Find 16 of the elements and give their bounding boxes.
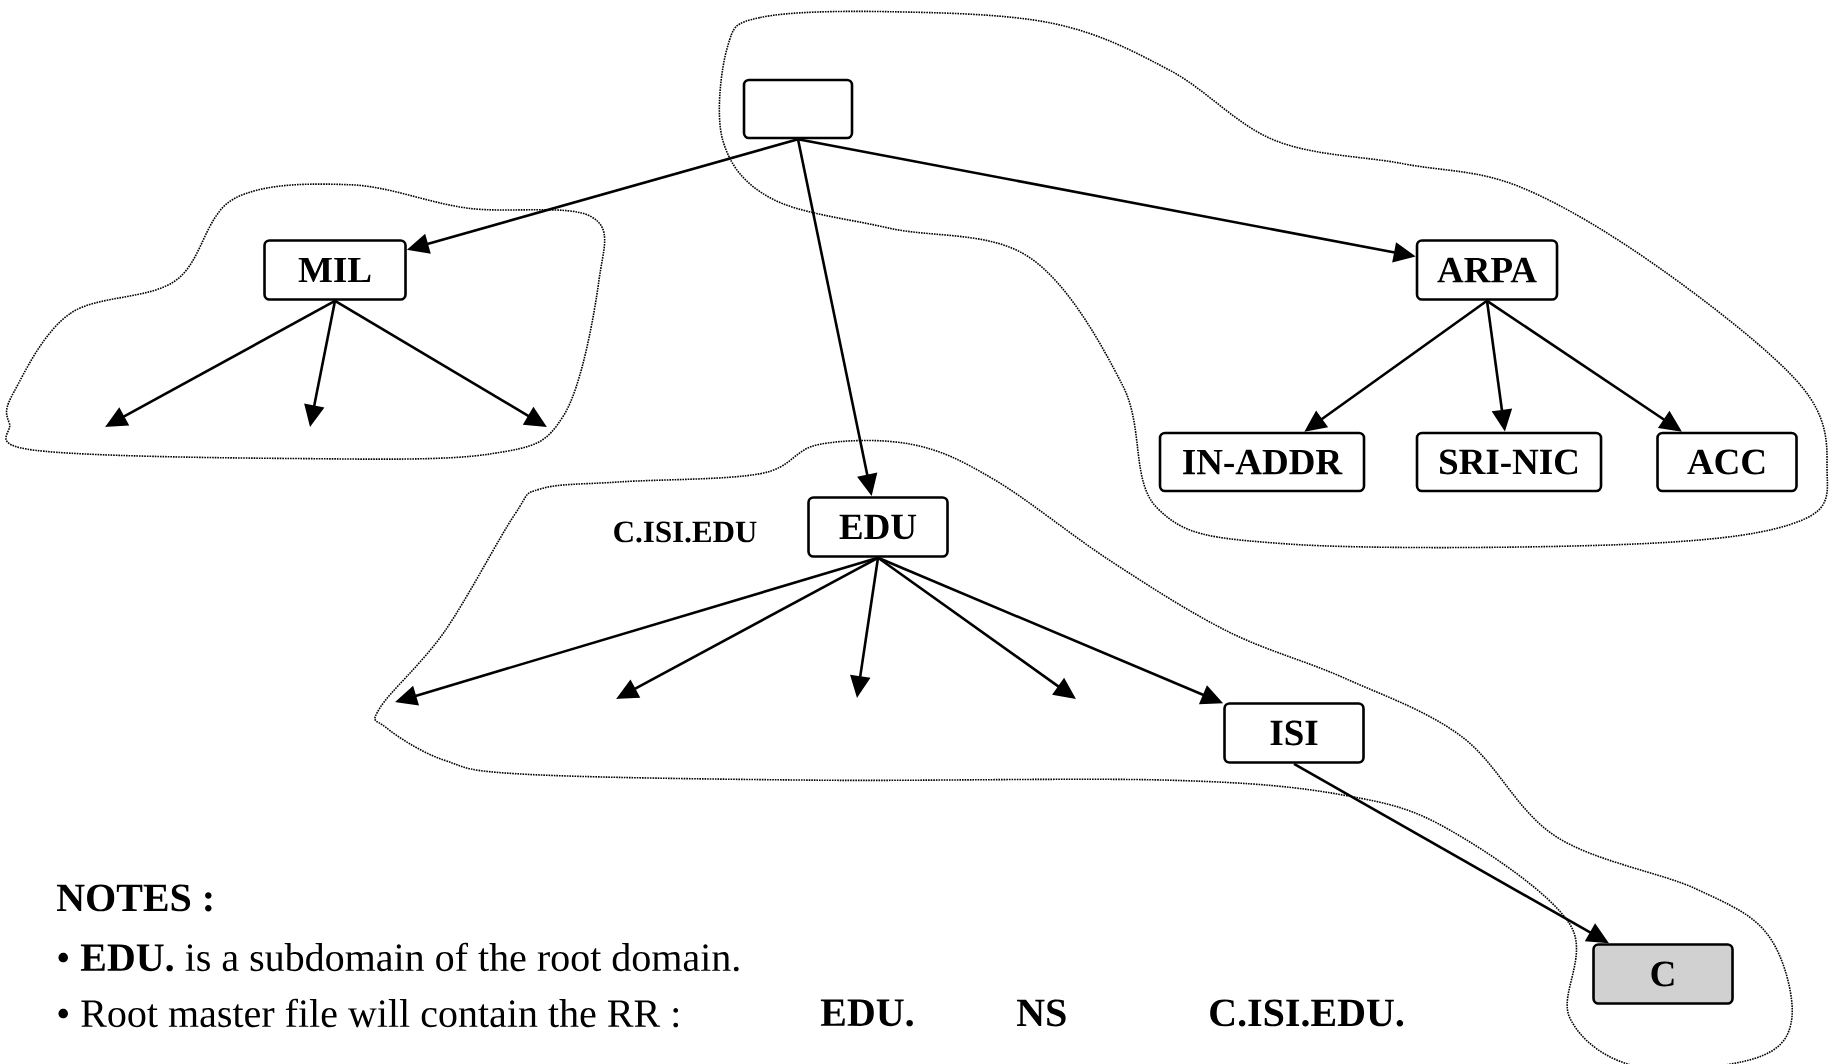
node-caption: C.ISI.EDU (614, 521, 757, 543)
domain-box: ISI (1223, 702, 1365, 764)
notes-heading: NOTES : (57, 884, 212, 912)
domain-box: SRI-NIC (1415, 431, 1603, 493)
note-text: • EDU. is a subdomain of the root domain. (58, 942, 739, 972)
note-text: NS (1017, 999, 1066, 1027)
domain-box: IN-ADDR (1158, 431, 1366, 493)
domain-box: ARPA (1415, 239, 1559, 301)
root-box (742, 78, 854, 140)
domain-box: EDU (807, 496, 949, 558)
note-text: C.ISI.EDU. (1210, 999, 1404, 1027)
domain-box: ACC (1656, 431, 1798, 493)
note-text: • Root master file will contain the RR : (58, 998, 679, 1028)
note-text: EDU. (820, 999, 913, 1027)
domain-box: C (1592, 943, 1734, 1005)
domain-box: MIL (263, 239, 407, 301)
